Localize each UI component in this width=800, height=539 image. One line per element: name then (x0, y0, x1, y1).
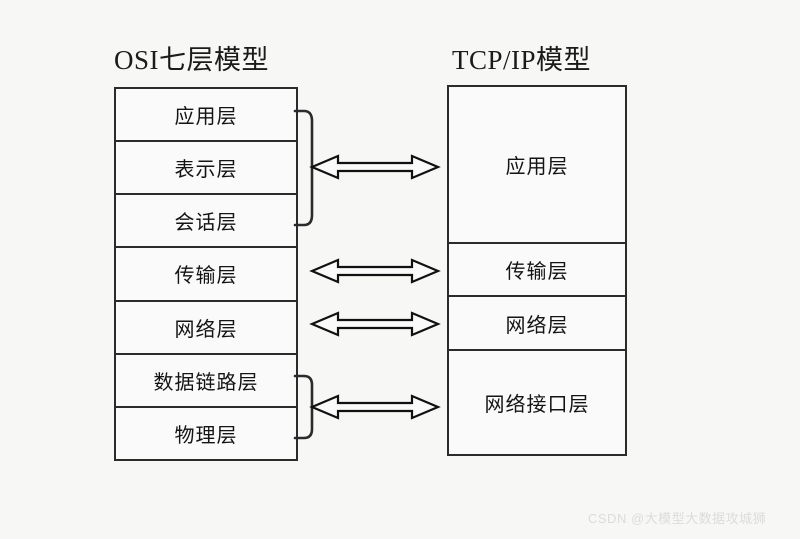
tcp-layer-application: 应用层 (449, 87, 625, 244)
osi-layer-session: 会话层 (116, 195, 296, 249)
osi-layer-network: 网络层 (116, 301, 296, 355)
network-mapping-arrow (309, 309, 441, 339)
osi-layer-data-link: 数据链路层 (116, 354, 296, 408)
network-interface-mapping-arrow (309, 392, 441, 422)
tcp-model-title: TCP/IP模型 (452, 45, 592, 75)
transport-mapping-arrow (309, 256, 441, 286)
osi-layer-presentation: 表示层 (116, 142, 296, 196)
osi-layer-application: 应用层 (116, 89, 296, 143)
osi-layer-transport: 传输层 (116, 248, 296, 302)
osi-model-title: OSI七层模型 (114, 45, 270, 75)
tcp-layer-network: 网络层 (449, 297, 625, 351)
osi-layer-stack: 应用层 表示层 会话层 传输层 网络层 数据链路层 物理层 (114, 87, 298, 461)
csdn-watermark: CSDN @大模型大数据攻城狮 (588, 511, 767, 526)
tcp-layer-transport: 传输层 (449, 243, 625, 298)
osi-layer-physical: 物理层 (116, 407, 296, 459)
application-mapping-arrow (309, 152, 441, 182)
tcp-layer-network-interface: 网络接口层 (449, 350, 625, 455)
tcp-layer-stack: 应用层 传输层 网络层 网络接口层 (447, 85, 627, 456)
